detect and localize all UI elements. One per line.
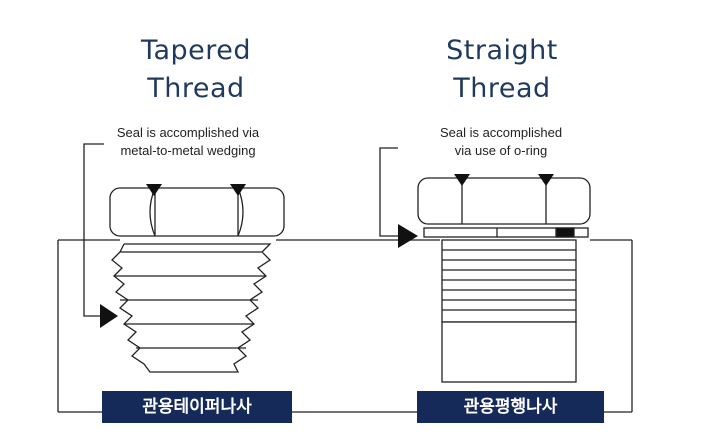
straight-hex-nut <box>417 177 591 225</box>
tapered-seal-note: Seal is accomplished via metal-to-metal … <box>78 124 298 160</box>
straight-thread-label: 관용평행나사 <box>417 391 604 423</box>
o-ring <box>555 227 575 238</box>
tapered-note-line2: metal-to-metal wedging <box>120 143 256 158</box>
tapered-hex-nut <box>109 187 285 237</box>
straight-note-line1: Seal is accomplished <box>439 125 563 140</box>
straight-threaded-body <box>441 239 577 323</box>
straight-title: Straight Thread <box>402 32 602 108</box>
tapered-leader-line <box>83 143 104 317</box>
tapered-title-line1: Tapered <box>140 35 252 66</box>
straight-seal-note: Seal is accomplished via use of o-ring <box>391 124 611 160</box>
tapered-seal-arrow <box>100 304 118 328</box>
tapered-title: Tapered Thread <box>96 32 296 108</box>
tapered-note-line1: Seal is accomplished via <box>116 125 260 140</box>
tapered-title-line2: Thread <box>147 73 245 104</box>
straight-title-line1: Straight <box>446 35 558 66</box>
straight-plain-shank <box>441 321 577 383</box>
tapered-thread-profile <box>111 243 272 373</box>
straight-seal-arrow <box>398 224 418 248</box>
straight-title-line2: Thread <box>453 73 551 104</box>
straight-leader-line <box>379 147 398 237</box>
o-ring-washer <box>423 227 589 238</box>
straight-note-line2: via use of o-ring <box>454 143 548 158</box>
tapered-thread-label: 관용테이퍼나사 <box>102 391 292 423</box>
